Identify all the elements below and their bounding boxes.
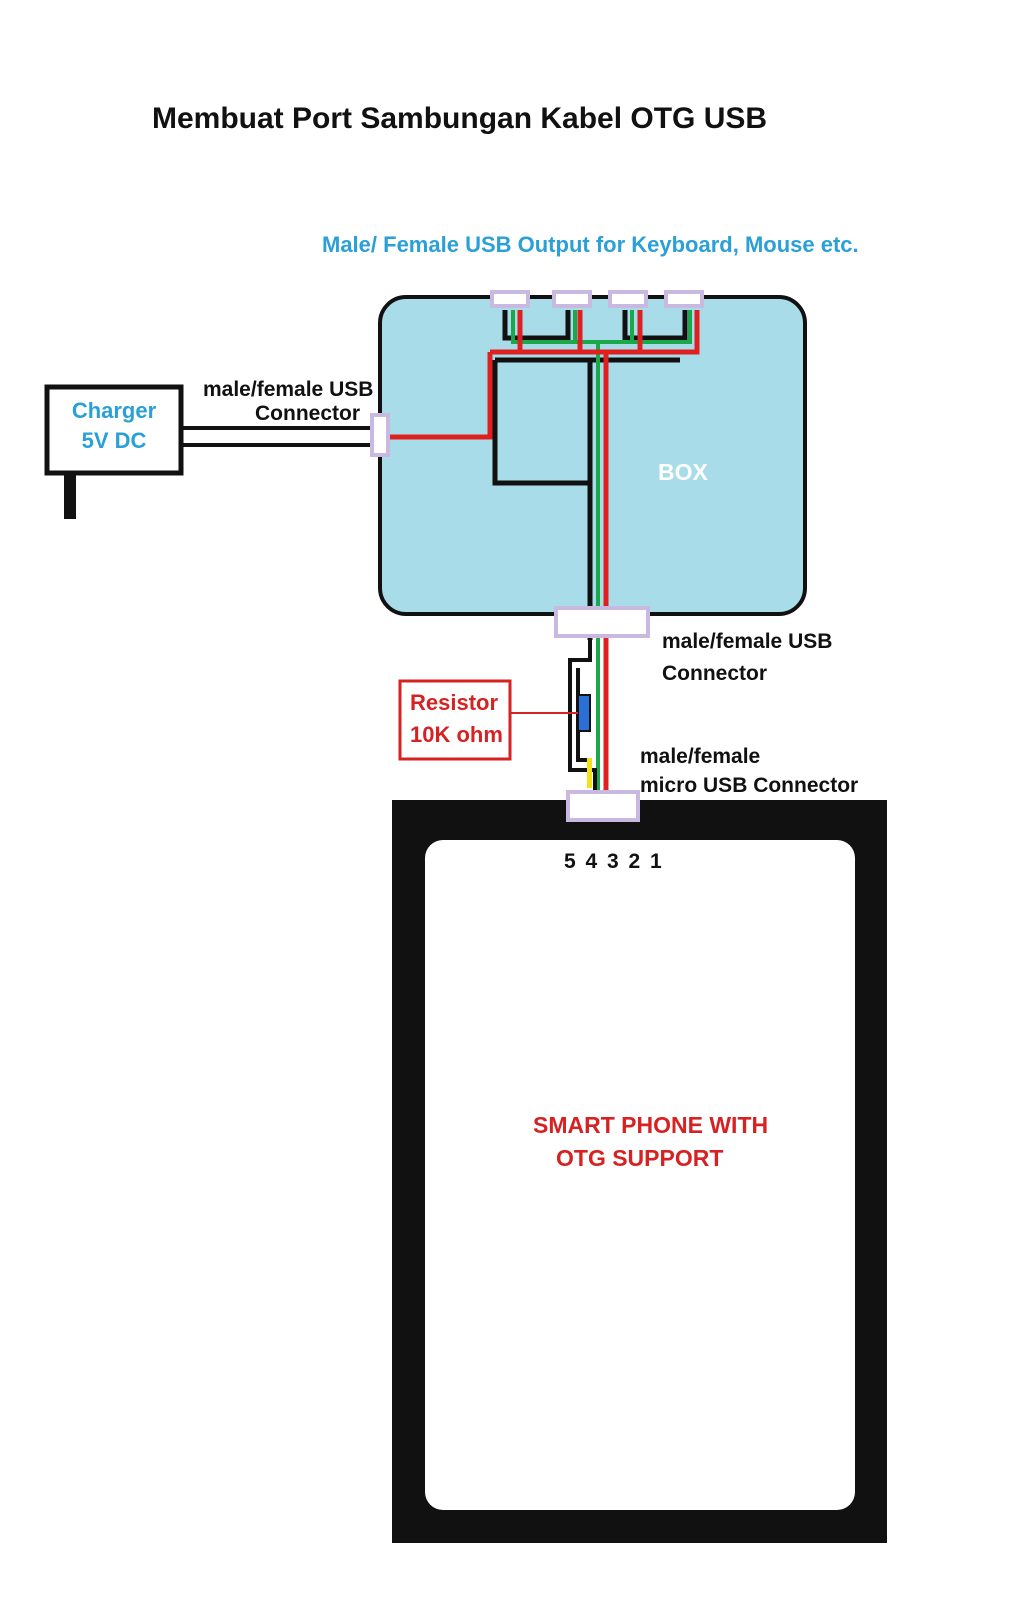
wire-ground	[492, 310, 688, 640]
usb-output-port-2[interactable]	[552, 290, 592, 308]
usb-output-port-1[interactable]	[490, 290, 530, 308]
box-connector-label-line2: Connector	[662, 662, 767, 685]
wire-id-yellow	[587, 758, 592, 788]
charger-label-line2: 5V DC	[82, 428, 147, 453]
micro-usb-connector[interactable]	[566, 790, 640, 822]
charger-usb-connector[interactable]	[370, 413, 390, 457]
resistor-callout	[398, 679, 512, 761]
charger-cable	[181, 426, 375, 447]
box-connector-label-line1: male/female USB	[662, 630, 832, 653]
micro-connector-label-line1: male/female	[640, 745, 760, 768]
usb-output-port-4[interactable]	[664, 290, 704, 308]
resistor-label-line2: 10K ohm	[410, 722, 503, 747]
usb-output-label: Male/ Female USB Output for Keyboard, Mo…	[322, 232, 859, 257]
usb-output-port-3[interactable]	[608, 290, 648, 308]
phone-label-line2: OTG SUPPORT	[556, 1145, 723, 1171]
charger-connector-label-line1: male/female USB	[203, 378, 373, 401]
resistor-label-line1: Resistor	[410, 690, 498, 715]
charger-connector-label-line2: Connector	[255, 402, 360, 425]
charger-label-line1: Charger	[72, 398, 157, 423]
page-title: Membuat Port Sambungan Kabel OTG USB	[152, 102, 767, 135]
box-usb-connector[interactable]	[554, 606, 650, 638]
micro-connector-label-line2: micro USB Connector	[640, 774, 858, 797]
charger-plug	[64, 473, 76, 519]
wire-vbus-red	[385, 310, 700, 795]
resistor	[577, 694, 591, 732]
charger	[44, 384, 184, 476]
pin-numbers: 5 4 3 2 1	[564, 850, 664, 873]
smartphone-screen	[425, 840, 855, 1510]
phone-label-line1: SMART PHONE WITH	[533, 1112, 768, 1138]
wire-data-green	[511, 310, 692, 795]
box-label: BOX	[658, 459, 709, 485]
